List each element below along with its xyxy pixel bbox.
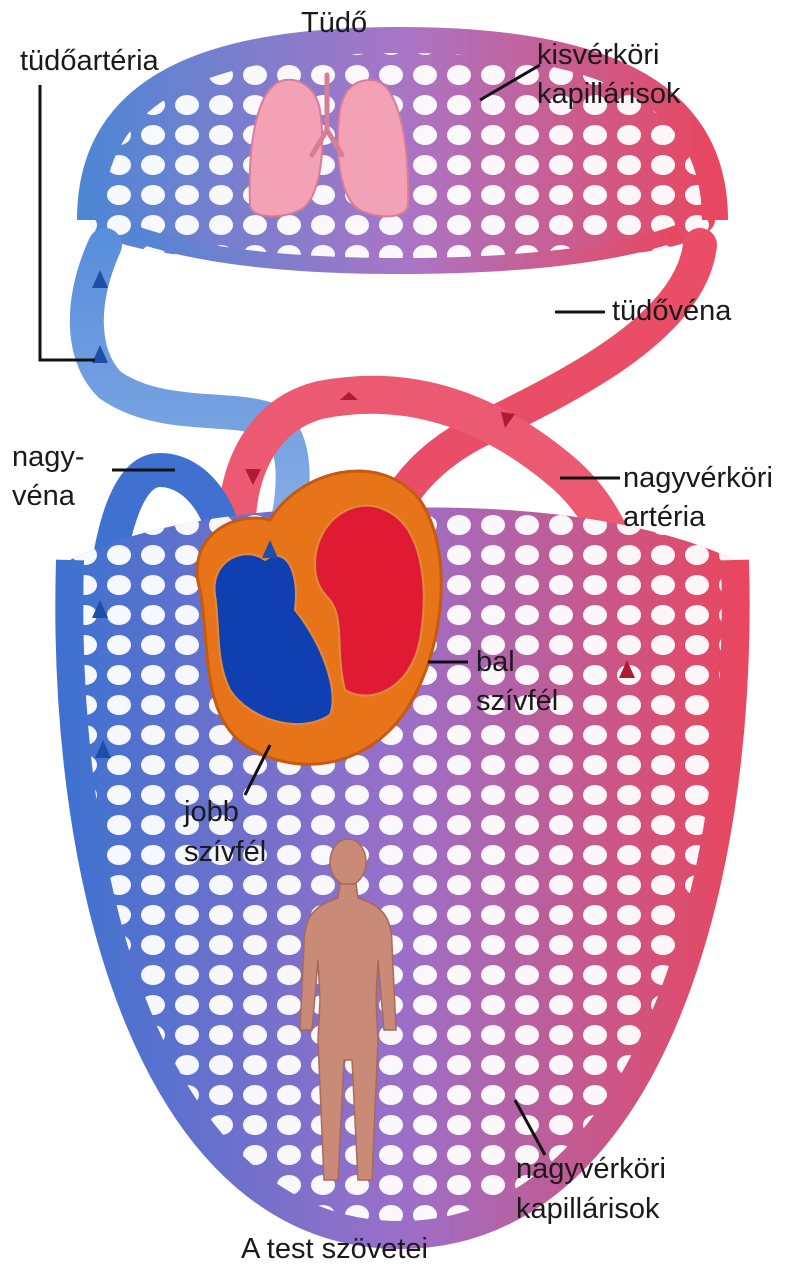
label-jobb-szivfel-line2: szívfél: [184, 835, 266, 869]
label-nagyverkori-arteria-line2: artéria: [623, 500, 705, 534]
label-tudo: Tüdő: [301, 6, 367, 40]
label-test-szovetei: A test szövetei: [241, 1232, 428, 1266]
label-nagyvena-line1: nagy-: [12, 440, 85, 474]
label-nagyvena-line2: véna: [12, 479, 75, 513]
label-kisverkori-line1: kisvérköri: [537, 38, 659, 72]
label-nagyverkori-kapillarisok-line2: kapillárisok: [516, 1192, 659, 1226]
label-tudoarteria: tüdőartéria: [20, 44, 159, 78]
label-kisverkori-line2: kapillárisok: [537, 77, 680, 111]
label-bal-szivfel-line1: bal: [476, 645, 515, 679]
label-bal-szivfel-line2: szívfél: [476, 684, 558, 718]
label-tudovena: tüdővéna: [612, 294, 731, 328]
label-jobb-szivfel-line1: jobb: [184, 795, 239, 829]
label-nagyverkori-kapillarisok-line1: nagyvérköri: [516, 1152, 666, 1186]
label-nagyverkori-arteria-line1: nagyvérköri: [623, 461, 773, 495]
